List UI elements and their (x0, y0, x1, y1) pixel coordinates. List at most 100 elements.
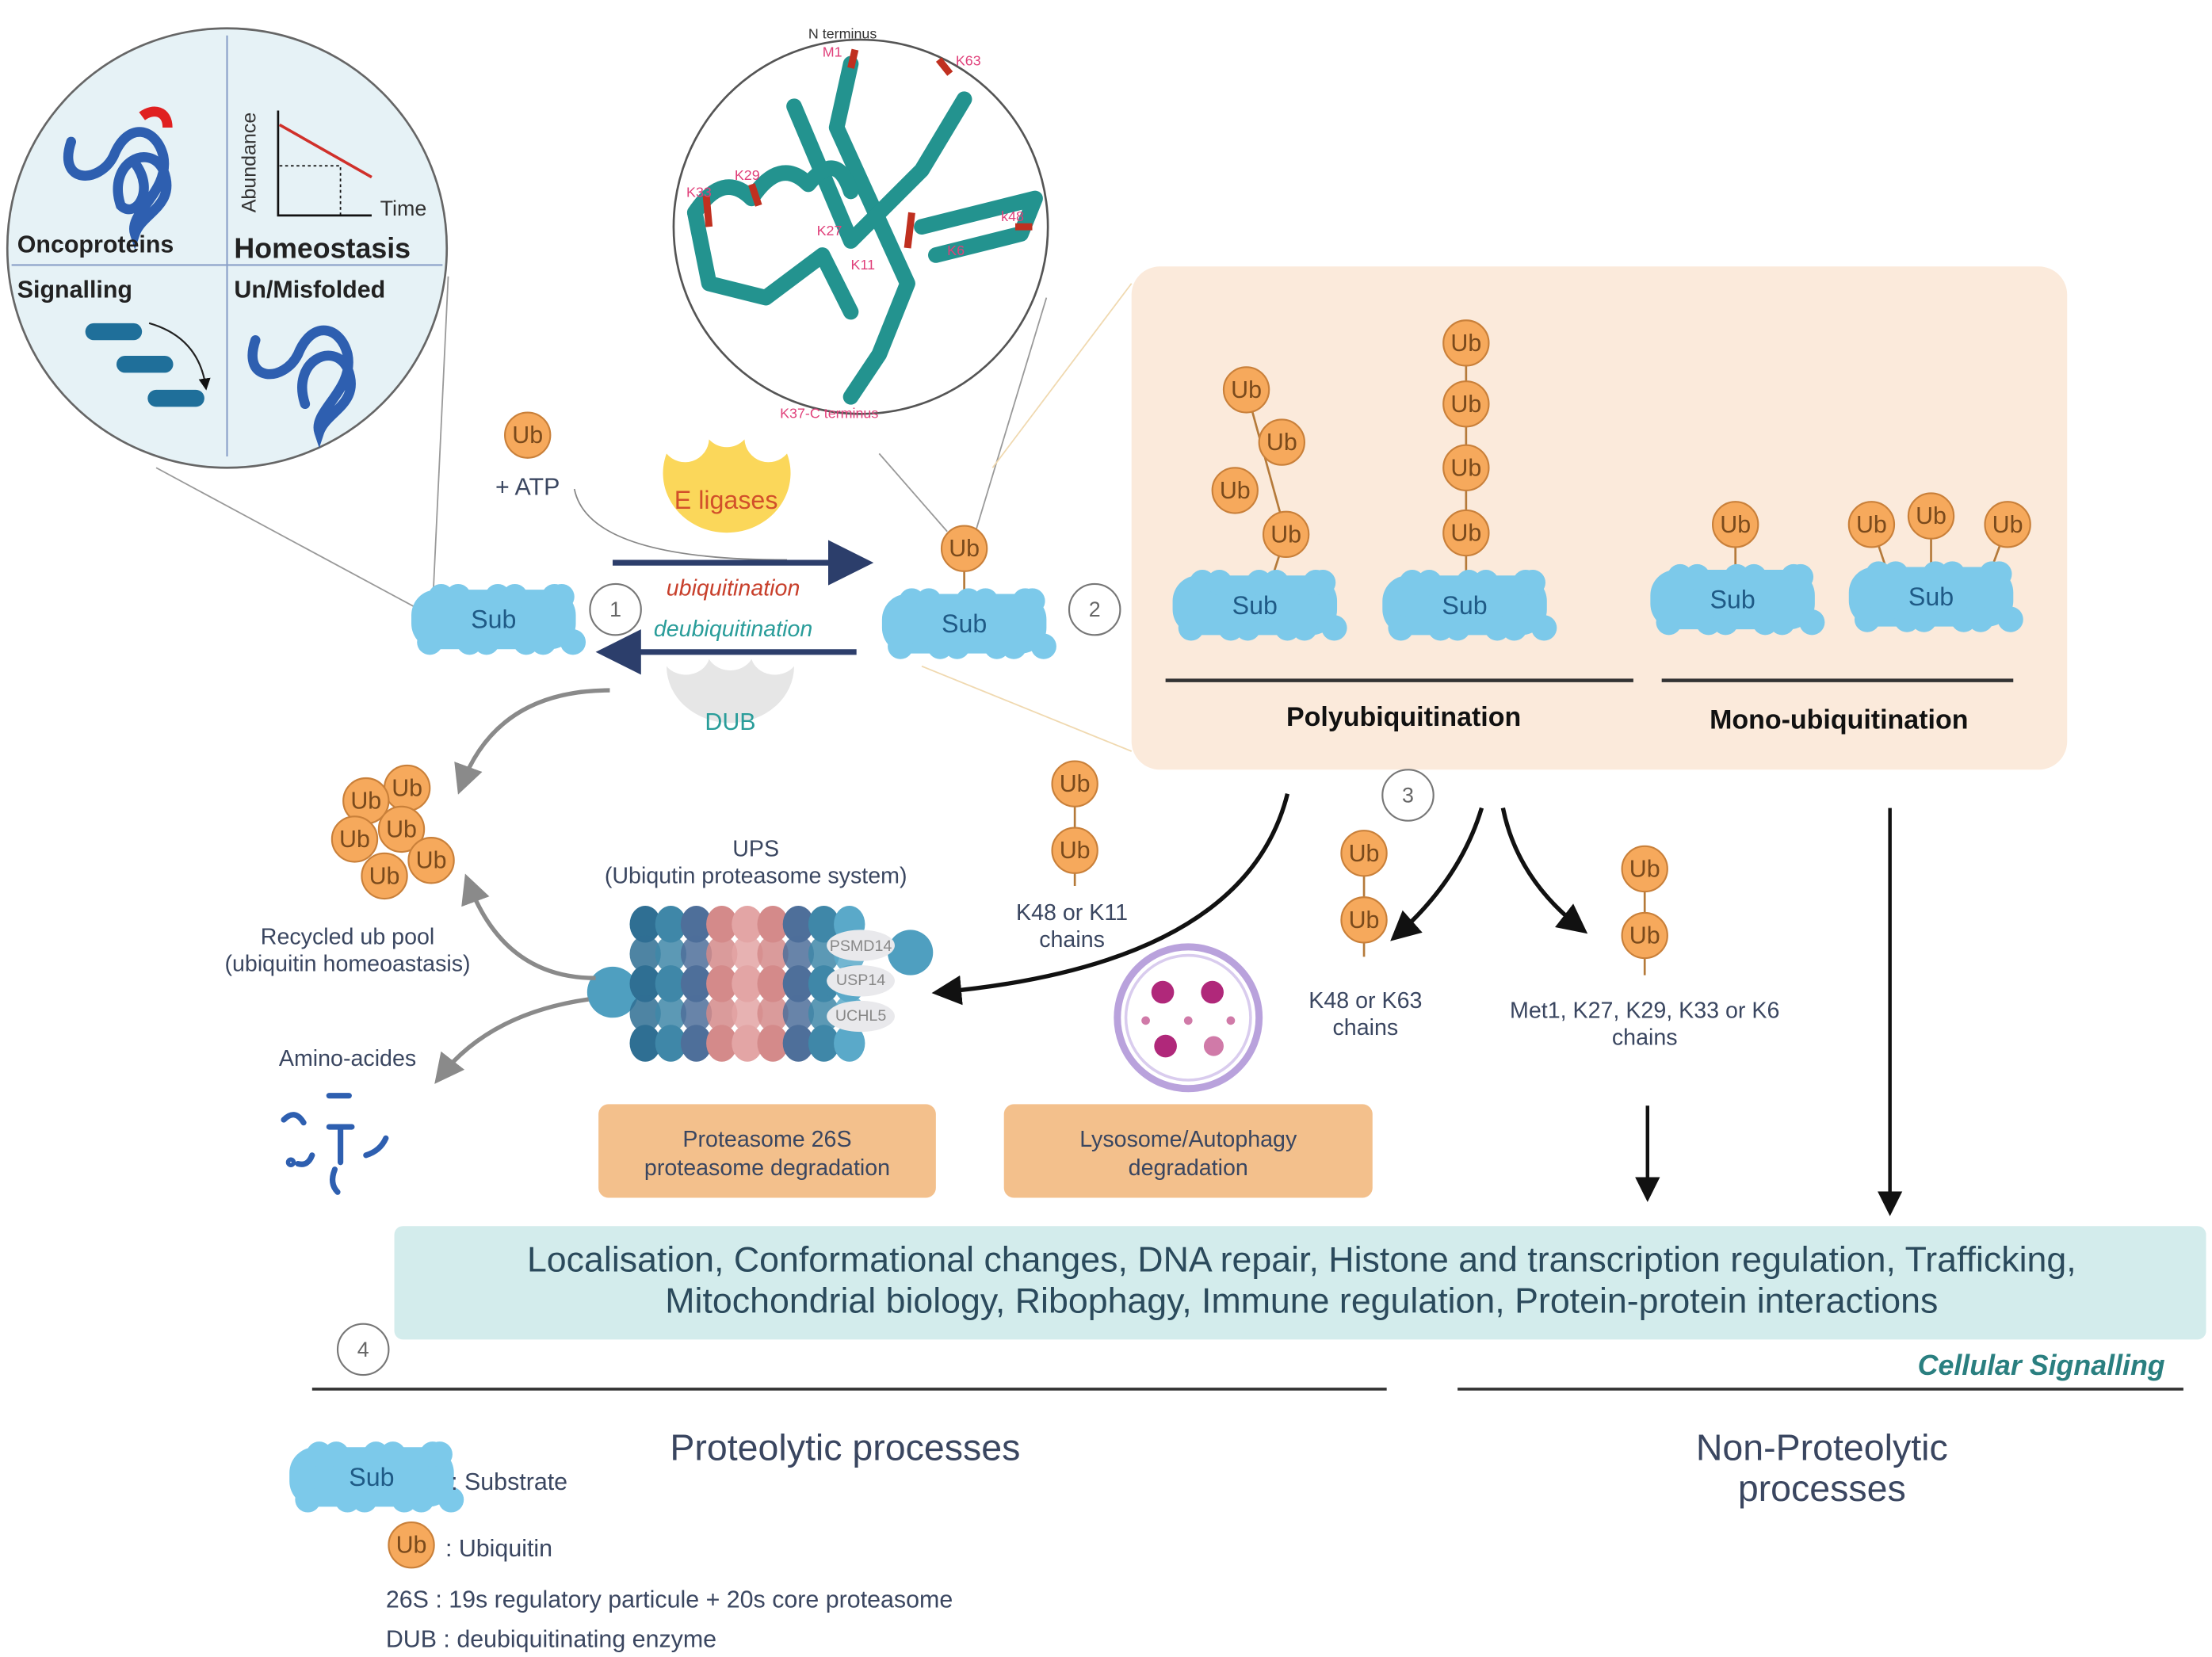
step-two-marker: 2 (1068, 582, 1121, 636)
ubiquitin-icon: Ub (1340, 896, 1388, 944)
homeostasis-label: Homeostasis (234, 233, 411, 265)
sub-label: Sub (1710, 586, 1755, 614)
ub-label: Ub (1060, 837, 1091, 864)
ub-label: Ub (1450, 520, 1481, 547)
proteasome-subunit (629, 995, 661, 1033)
k27-label: K27 (817, 223, 842, 239)
substrate-poly-branched: Sub (1172, 570, 1347, 641)
ub-label: Ub (1629, 855, 1660, 882)
proteasome-subunit (757, 1025, 789, 1062)
dub-subunit (827, 1000, 895, 1033)
legend-26s: 26S : 19s regulatory particule + 20s cor… (386, 1586, 953, 1613)
non-proteolytic-sublabel: processes (1738, 1468, 1906, 1509)
ub-label: Ub (1349, 907, 1380, 933)
proteasome-subunit (680, 935, 713, 973)
met1-chains-sublabel: chains (1612, 1025, 1678, 1050)
ubiquitin-icon: Ub (1984, 501, 2031, 548)
proteasome-subunit (732, 905, 763, 943)
legend-substrate-icon: Sub (289, 1441, 464, 1513)
step-number: 4 (357, 1338, 369, 1361)
ub-label: Ub (512, 422, 543, 449)
usp14-label: USP14 (836, 972, 885, 989)
lysosome-degradation-box (1003, 1104, 1373, 1198)
misfolded-protein-icon (247, 325, 356, 449)
n-terminus-label: N terminus (808, 25, 877, 41)
proteasome-subunit (782, 905, 815, 943)
substrate-mono: Sub (1650, 563, 1825, 636)
ubiquitin-icon: Ub (1442, 509, 1490, 557)
dub-icon: DUB (667, 659, 794, 735)
ub-label: Ub (386, 815, 417, 842)
ubiquitin-icon: Ub (1442, 319, 1490, 367)
proteasome-subunit (732, 935, 763, 973)
ub-label: Ub (396, 1532, 427, 1559)
ub-label: Ub (1270, 521, 1301, 548)
ubiquitin-icon: Ub (1907, 492, 1955, 540)
substrate-1: Sub (411, 583, 586, 655)
ub-label: Ub (392, 775, 422, 802)
proteasome-subunit (757, 905, 789, 943)
ub-label: Ub (1450, 391, 1481, 418)
lysosome-icon (1114, 943, 1263, 1093)
cellular-functions-banner (394, 1226, 2206, 1340)
amino-acids-icon (281, 1093, 389, 1195)
k6-label: K6 (947, 242, 965, 258)
proteasome-subunit (757, 935, 789, 973)
e-ligases-label: E ligases (674, 486, 778, 514)
ubiquitination-types-panel (1131, 266, 2068, 770)
proteasome-subunit (629, 1025, 661, 1062)
proteasome-subunit (808, 1025, 840, 1062)
dub-label: DUB (705, 708, 755, 735)
ubiquitin-icon: Ub (407, 837, 455, 884)
polyubiquitination-label: Polyubiquitination (1286, 702, 1521, 732)
k29-label: K29 (735, 167, 760, 183)
sub-label: Sub (471, 605, 516, 634)
k63-label: K63 (956, 52, 981, 68)
ub-label: Ub (1856, 511, 1887, 538)
ubiquitin-icon: Ub (1340, 830, 1388, 877)
ubiquitin-structure-circle: N terminus M1 K63 K33 K29 K27 K11 K6 k48… (672, 25, 1049, 422)
proteasome-subunit (706, 935, 738, 973)
proteasome-subunit (655, 935, 687, 973)
step-number: 2 (1089, 598, 1101, 621)
substrate-poly-linear: Sub (1382, 570, 1557, 641)
proteasome-subunit (629, 965, 661, 1002)
ubiquitin-icon: Ub (1211, 467, 1259, 514)
amino-acids-label: Amino-acides (279, 1046, 416, 1071)
proteasome-subunit (706, 905, 738, 943)
ubiquitin-icon: Ub (1621, 911, 1668, 960)
banner-line2: Mitochondrial biology, Ribophagy, Immune… (665, 1281, 1938, 1320)
legend-dub: DUB : deubiquitinating enzyme (386, 1625, 716, 1652)
k48-k63-sublabel: chains (1332, 1015, 1398, 1040)
proteasome-subunit (834, 1025, 865, 1062)
k48-k63-label: K48 or K63 (1308, 988, 1422, 1014)
ub-label: Ub (416, 847, 447, 874)
step-number: 1 (609, 598, 621, 621)
proteasome-subunit (655, 1025, 687, 1062)
e-ligase-icon: E ligases (663, 439, 791, 533)
misfolded-label: Un/Misfolded (234, 277, 385, 304)
sub-label: Sub (1908, 582, 1954, 611)
ub-label: Ub (1450, 330, 1481, 357)
ub-label: Ub (1629, 922, 1660, 949)
proteasome-cap (586, 966, 639, 1018)
ubiquitin-icon: Ub (940, 525, 988, 572)
dub-subunit (827, 930, 895, 961)
lysosome-box-line2: degradation (1129, 1155, 1248, 1181)
proteasome-icon (586, 905, 934, 1062)
k33-label: K33 (686, 185, 712, 200)
proteasome-subunit (629, 905, 661, 943)
proteasome-subunit (757, 995, 789, 1033)
k48-label: k48 (1001, 208, 1024, 224)
signalling-label: Signalling (17, 277, 132, 304)
proteasome-subunit (706, 995, 738, 1033)
proteasome-subunit (782, 965, 815, 1002)
oncoproteins-label: Oncoproteins (17, 231, 174, 258)
step-four-marker: 4 (336, 1323, 390, 1376)
ubiquitin-icon: Ub (342, 777, 390, 825)
signalling-icon (85, 323, 204, 407)
met1-chains-label: Met1, K27, K29, K33 or K6 (1510, 998, 1779, 1023)
proteasome-degradation-box (598, 1104, 936, 1198)
ubiquitin-icon: Ub (383, 764, 431, 812)
